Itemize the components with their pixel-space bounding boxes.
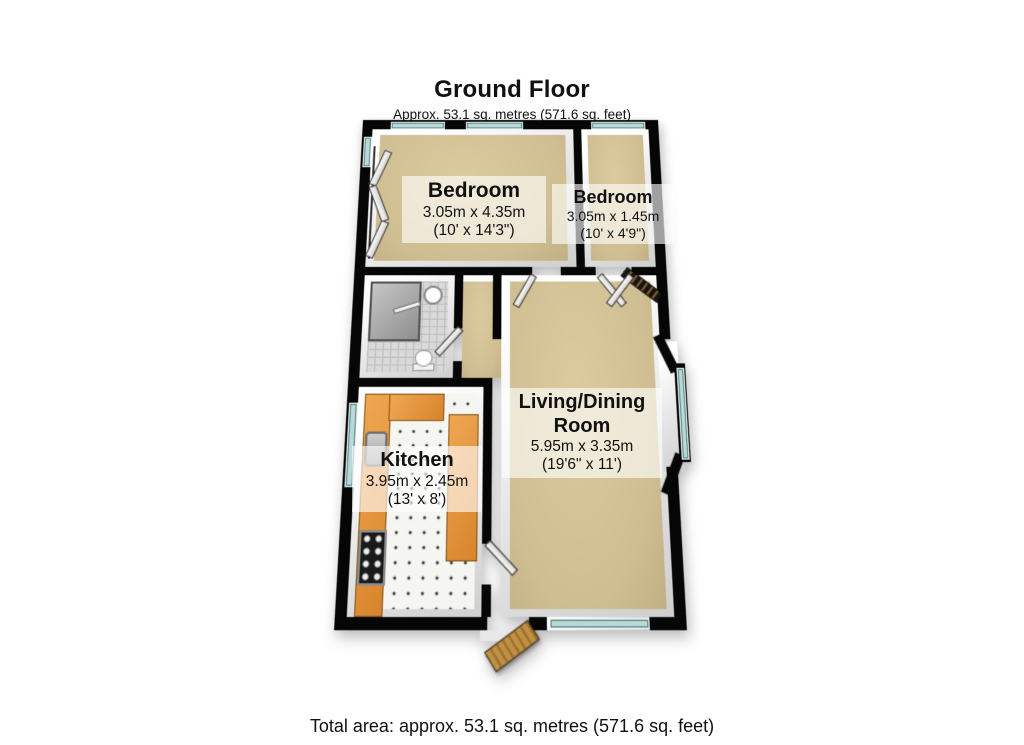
wall-bedroom1-bottom-a bbox=[364, 266, 533, 276]
room-label-bedroom-1: Bedroom 3.05m x 4.35m (10' x 14'3") bbox=[402, 176, 546, 244]
wall-bathroom-bottom bbox=[358, 377, 484, 387]
plan-header: Ground Floor Approx. 53.1 sq. metres (57… bbox=[0, 76, 1024, 122]
wall-bedroom1-bottom-b bbox=[560, 266, 577, 276]
room-dim-imperial: (10' x 14'3") bbox=[433, 222, 515, 240]
window-bedroom2-top bbox=[591, 121, 646, 130]
room-name: Living/Dining Room bbox=[518, 391, 646, 437]
entrance-door bbox=[484, 619, 540, 673]
wall-bedroom2-bottom-a bbox=[584, 266, 596, 276]
window-bedroom1-top-right bbox=[465, 121, 524, 130]
wall-hall-living bbox=[492, 275, 502, 340]
room-dim-metric: 3.05m x 4.35m bbox=[422, 203, 526, 221]
total-area-text: Total area: approx. 53.1 sq. metres (571… bbox=[309, 716, 715, 736]
room-name: Bedroom bbox=[427, 179, 521, 202]
room-dim-imperial: (13' x 8') bbox=[387, 490, 447, 508]
outer-wall-bottom-left bbox=[334, 617, 488, 631]
window-bedroom1-top-left bbox=[390, 121, 445, 130]
room-name: Kitchen bbox=[380, 449, 454, 471]
room-label-living-dining: Living/Dining Room 5.95m x 3.35m (19'6" … bbox=[502, 388, 662, 478]
room-name: Bedroom bbox=[573, 187, 653, 207]
wall-kitchen-living-a bbox=[482, 377, 493, 544]
room-dim-imperial: (10' x 4'9") bbox=[580, 224, 646, 241]
kitchen-hob bbox=[356, 530, 388, 586]
room-dim-metric: 3.05m x 1.45m bbox=[566, 208, 660, 225]
window-living-bottom bbox=[549, 618, 650, 629]
wall-kitchen-living-b bbox=[481, 584, 492, 618]
page-title: Ground Floor bbox=[434, 76, 590, 103]
room-dim-metric: 5.95m x 3.35m bbox=[530, 438, 634, 456]
page-subtitle: Approx. 53.1 sq. metres (571.6 sq. feet) bbox=[393, 107, 631, 122]
room-dim-metric: 3.95m x 2.45m bbox=[365, 472, 469, 490]
room-dim-imperial: (19'6" x 11') bbox=[541, 456, 623, 474]
outer-wall-bottom-right bbox=[646, 617, 687, 631]
kitchen-counter-top bbox=[388, 393, 445, 422]
room-label-kitchen: Kitchen 3.95m x 2.45m (13' x 8') bbox=[352, 446, 482, 513]
wall-bathroom-right-a bbox=[453, 275, 464, 329]
room-label-bedroom-2: Bedroom 3.05m x 1.45m (10' x 4'9") bbox=[552, 184, 674, 245]
window-bedroom1-left bbox=[362, 136, 373, 168]
